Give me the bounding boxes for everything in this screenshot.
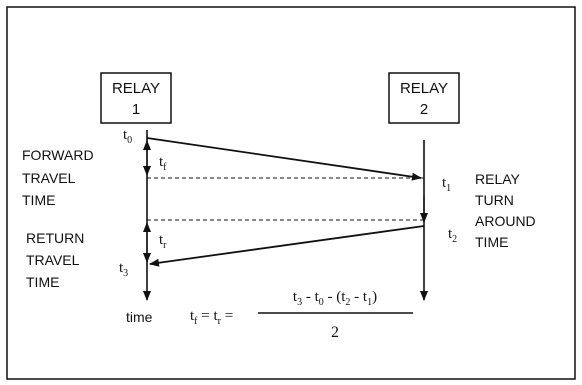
relay-2-box: RELAY 2: [388, 72, 460, 124]
formula-denominator: 2: [331, 324, 339, 341]
return-signal-arrow: [149, 225, 425, 267]
time-axis-label: time: [126, 309, 153, 325]
relay-2-label: RELAY: [400, 80, 448, 97]
forward-signal-arrow: [146, 137, 422, 181]
relay-2-number: 2: [420, 101, 428, 118]
relay-turnaround-time-label: RELAY TURN AROUND TIME: [475, 171, 536, 250]
outer-frame: [6, 6, 576, 380]
formula-numerator: t3 - t0 - (t2 - t1): [293, 289, 377, 308]
svg-text:TRAVEL: TRAVEL: [26, 252, 80, 268]
time-t3-label: t3: [119, 260, 128, 279]
time-t0-label: t0: [123, 127, 132, 146]
travel-time-formula: tf = tr = t3 - t0 - (t2 - t1) 2: [190, 289, 413, 341]
time-t1-label: t1: [442, 175, 451, 194]
svg-text:TURN: TURN: [475, 192, 514, 208]
svg-text:TIME: TIME: [22, 192, 55, 208]
svg-text:RELAY: RELAY: [475, 171, 521, 187]
svg-text:TRAVEL: TRAVEL: [22, 170, 76, 186]
relay-1-box: RELAY 1: [100, 72, 172, 124]
time-t2-label: t2: [448, 226, 457, 245]
time-tr-label: tr: [159, 232, 167, 251]
time-tf-label: tf: [159, 154, 167, 173]
formula-lhs: tf = tr =: [190, 308, 233, 327]
forward-travel-time-label: FORWARD TRAVEL TIME: [22, 147, 94, 208]
svg-text:FORWARD: FORWARD: [22, 147, 94, 163]
relay-1-label: RELAY: [112, 80, 160, 97]
svg-text:RETURN: RETURN: [26, 230, 84, 246]
relay-1-number: 1: [132, 101, 140, 118]
svg-text:TIME: TIME: [26, 274, 59, 290]
svg-text:TIME: TIME: [475, 234, 508, 250]
return-travel-time-label: RETURN TRAVEL TIME: [26, 230, 84, 290]
svg-text:AROUND: AROUND: [475, 213, 536, 229]
